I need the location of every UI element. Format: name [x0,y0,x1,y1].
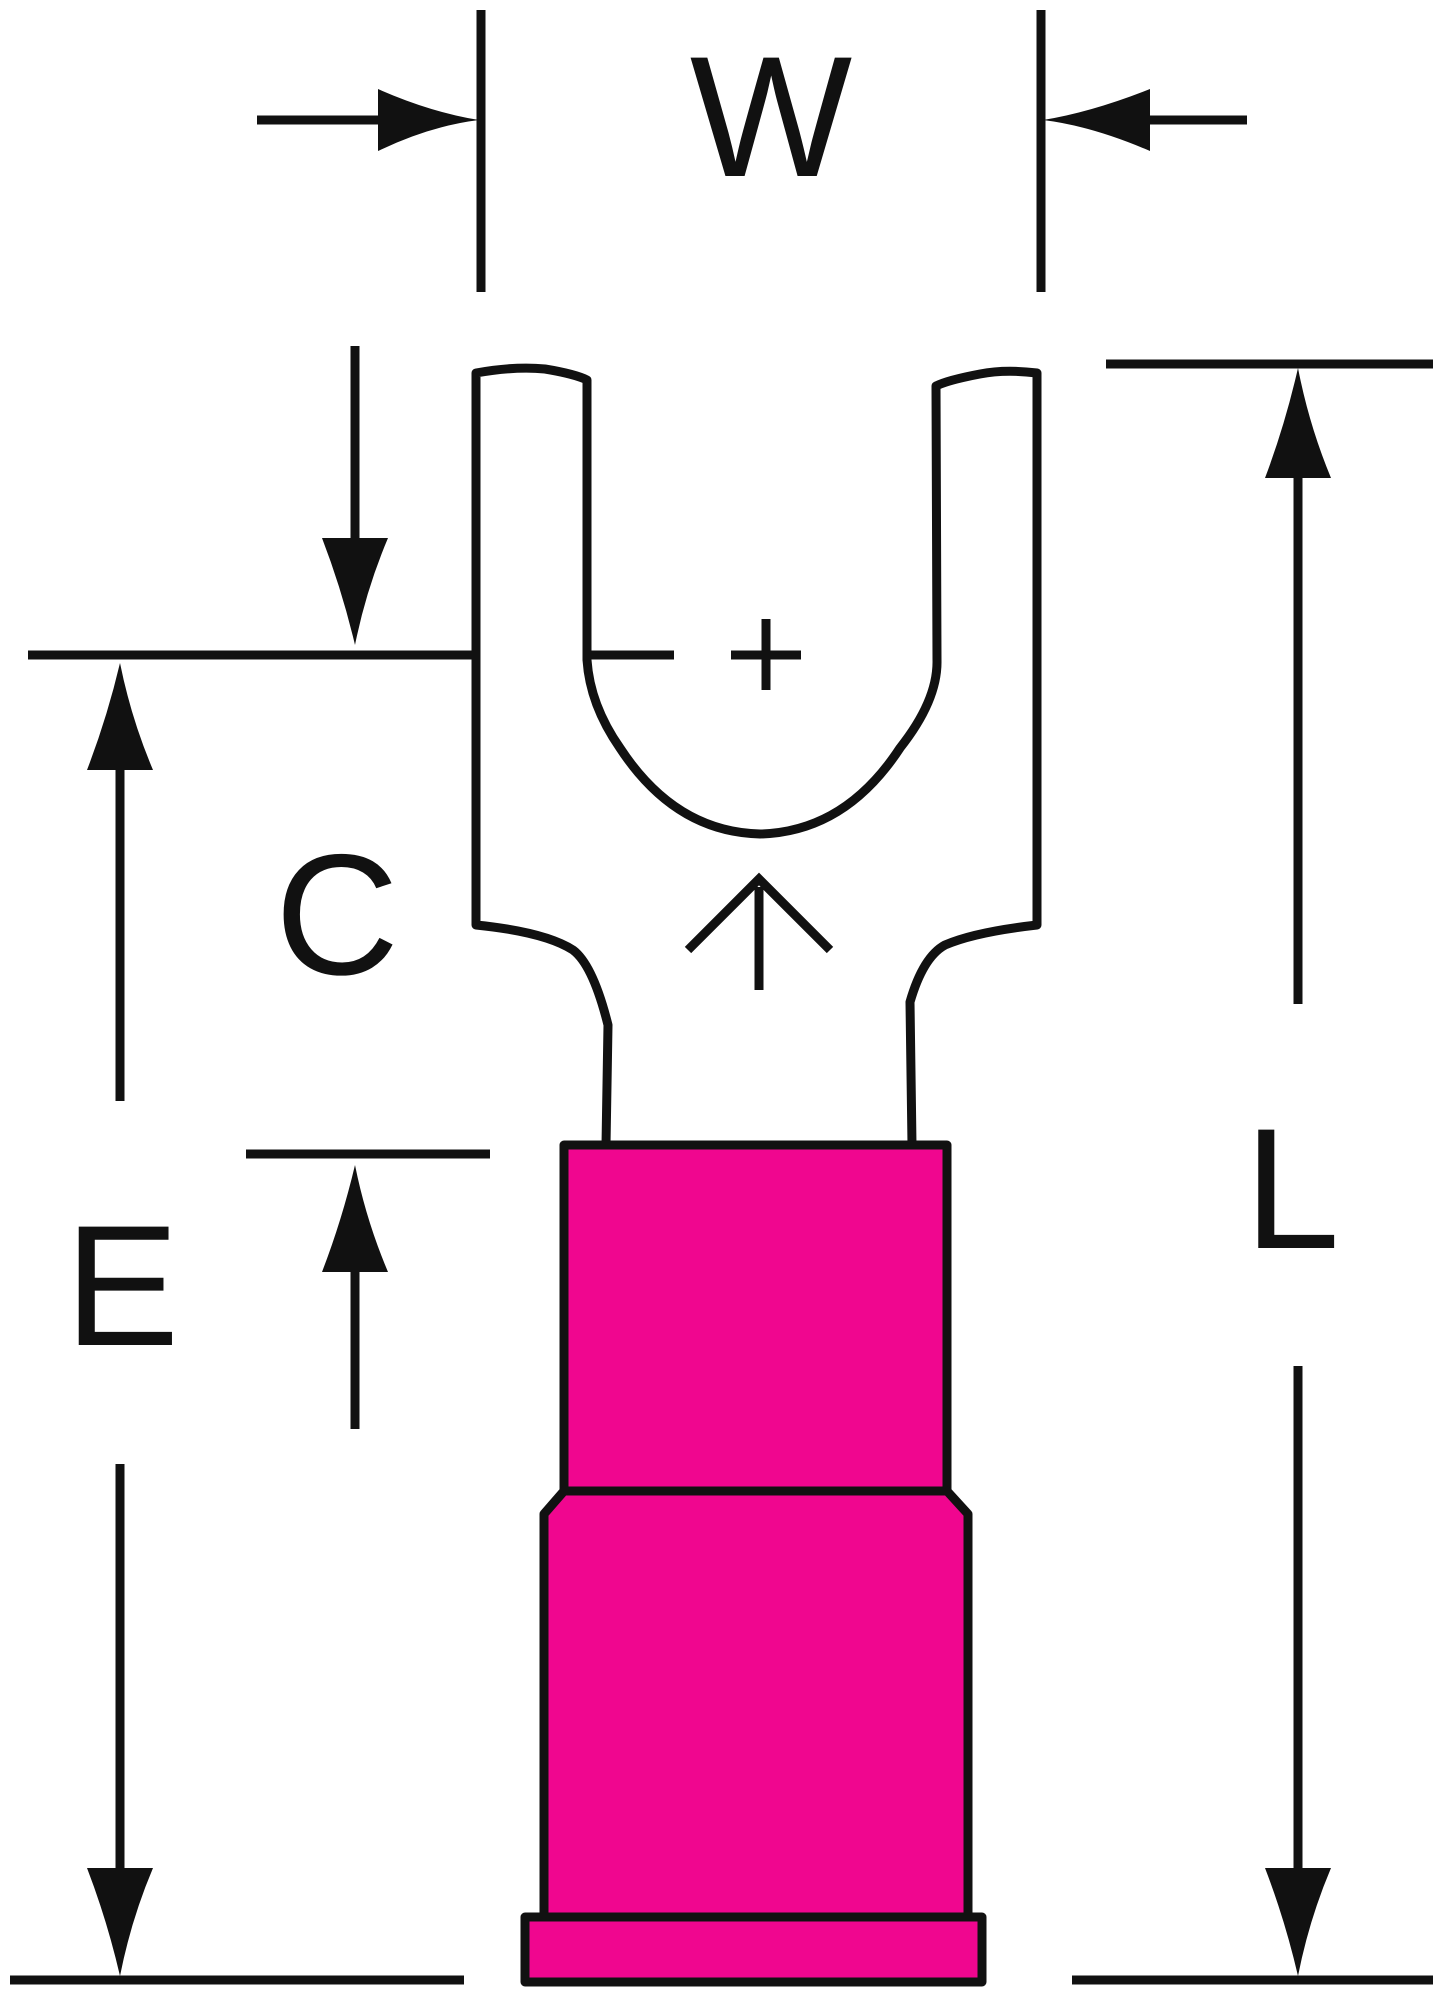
length-arrowhead-top [1265,368,1331,478]
spade-terminal [471,363,1042,1987]
barrel-offset-arrowhead-top [87,663,153,770]
barrel-offset-label: E [65,1190,180,1382]
length-label: L [1244,1093,1340,1285]
width-arrowhead-left [378,89,479,151]
barrel-offset-dimension: E [10,663,464,1985]
stud-offset-arrowhead-bottom [322,1165,388,1272]
length-arrowhead-bottom [1265,1868,1331,1976]
stud-offset-arrowhead-top [322,538,388,645]
spade-tongue [471,363,1042,1150]
stud-offset-label: C [275,819,399,1011]
insulation-upper-barrel [559,1140,952,1496]
length-dimension: L [1072,359,1433,1985]
stud-offset-dimension: C [28,346,674,1429]
width-dimension: W [257,10,1247,292]
up-arrow-icon [684,872,834,990]
width-arrowhead-right [1043,89,1150,151]
width-label: W [690,21,852,213]
insulation-flange [520,1912,987,1987]
barrel-offset-arrowhead-bottom [87,1868,153,1976]
center-cross-icon [731,619,801,690]
insulation-lower-barrel [539,1486,973,1922]
